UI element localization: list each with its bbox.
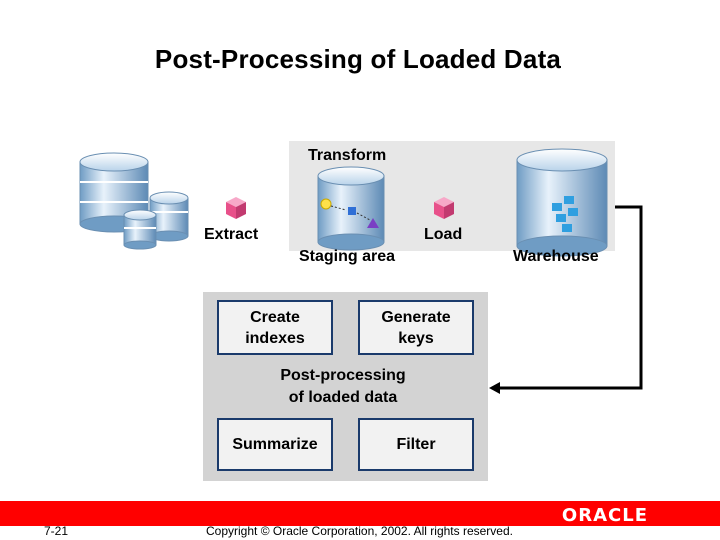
post-processing-label: Post-processing of loaded data: [280, 367, 406, 406]
footer-bar: [0, 501, 720, 526]
filter-box: Filter: [358, 418, 474, 471]
slide-number: 7-21: [44, 524, 69, 538]
warehouse-label: Warehouse: [513, 248, 599, 265]
load-label: Load: [424, 226, 463, 243]
extract-label: Extract: [204, 226, 259, 243]
create-indexes-box: Create indexes: [217, 300, 333, 355]
extract-data-cube-icon: [226, 197, 246, 219]
transform-label: Transform: [308, 147, 387, 164]
feedback-arrow: [489, 205, 643, 394]
summarize-box: Summarize: [217, 418, 333, 471]
staging-area-icon: [317, 166, 385, 251]
copyright-text: Copyright © Oracle Corporation, 2002. Al…: [206, 524, 513, 538]
source-database-small-icon-2: [123, 209, 157, 250]
slide-title: Post-Processing of Loaded Data: [154, 44, 562, 74]
load-data-cube-icon: [434, 197, 454, 219]
staging-area-label: Staging area: [299, 248, 396, 265]
warehouse-icon: [516, 148, 608, 257]
oracle-logo: ORACLE: [561, 505, 648, 526]
generate-keys-box: Generate keys: [358, 300, 474, 355]
